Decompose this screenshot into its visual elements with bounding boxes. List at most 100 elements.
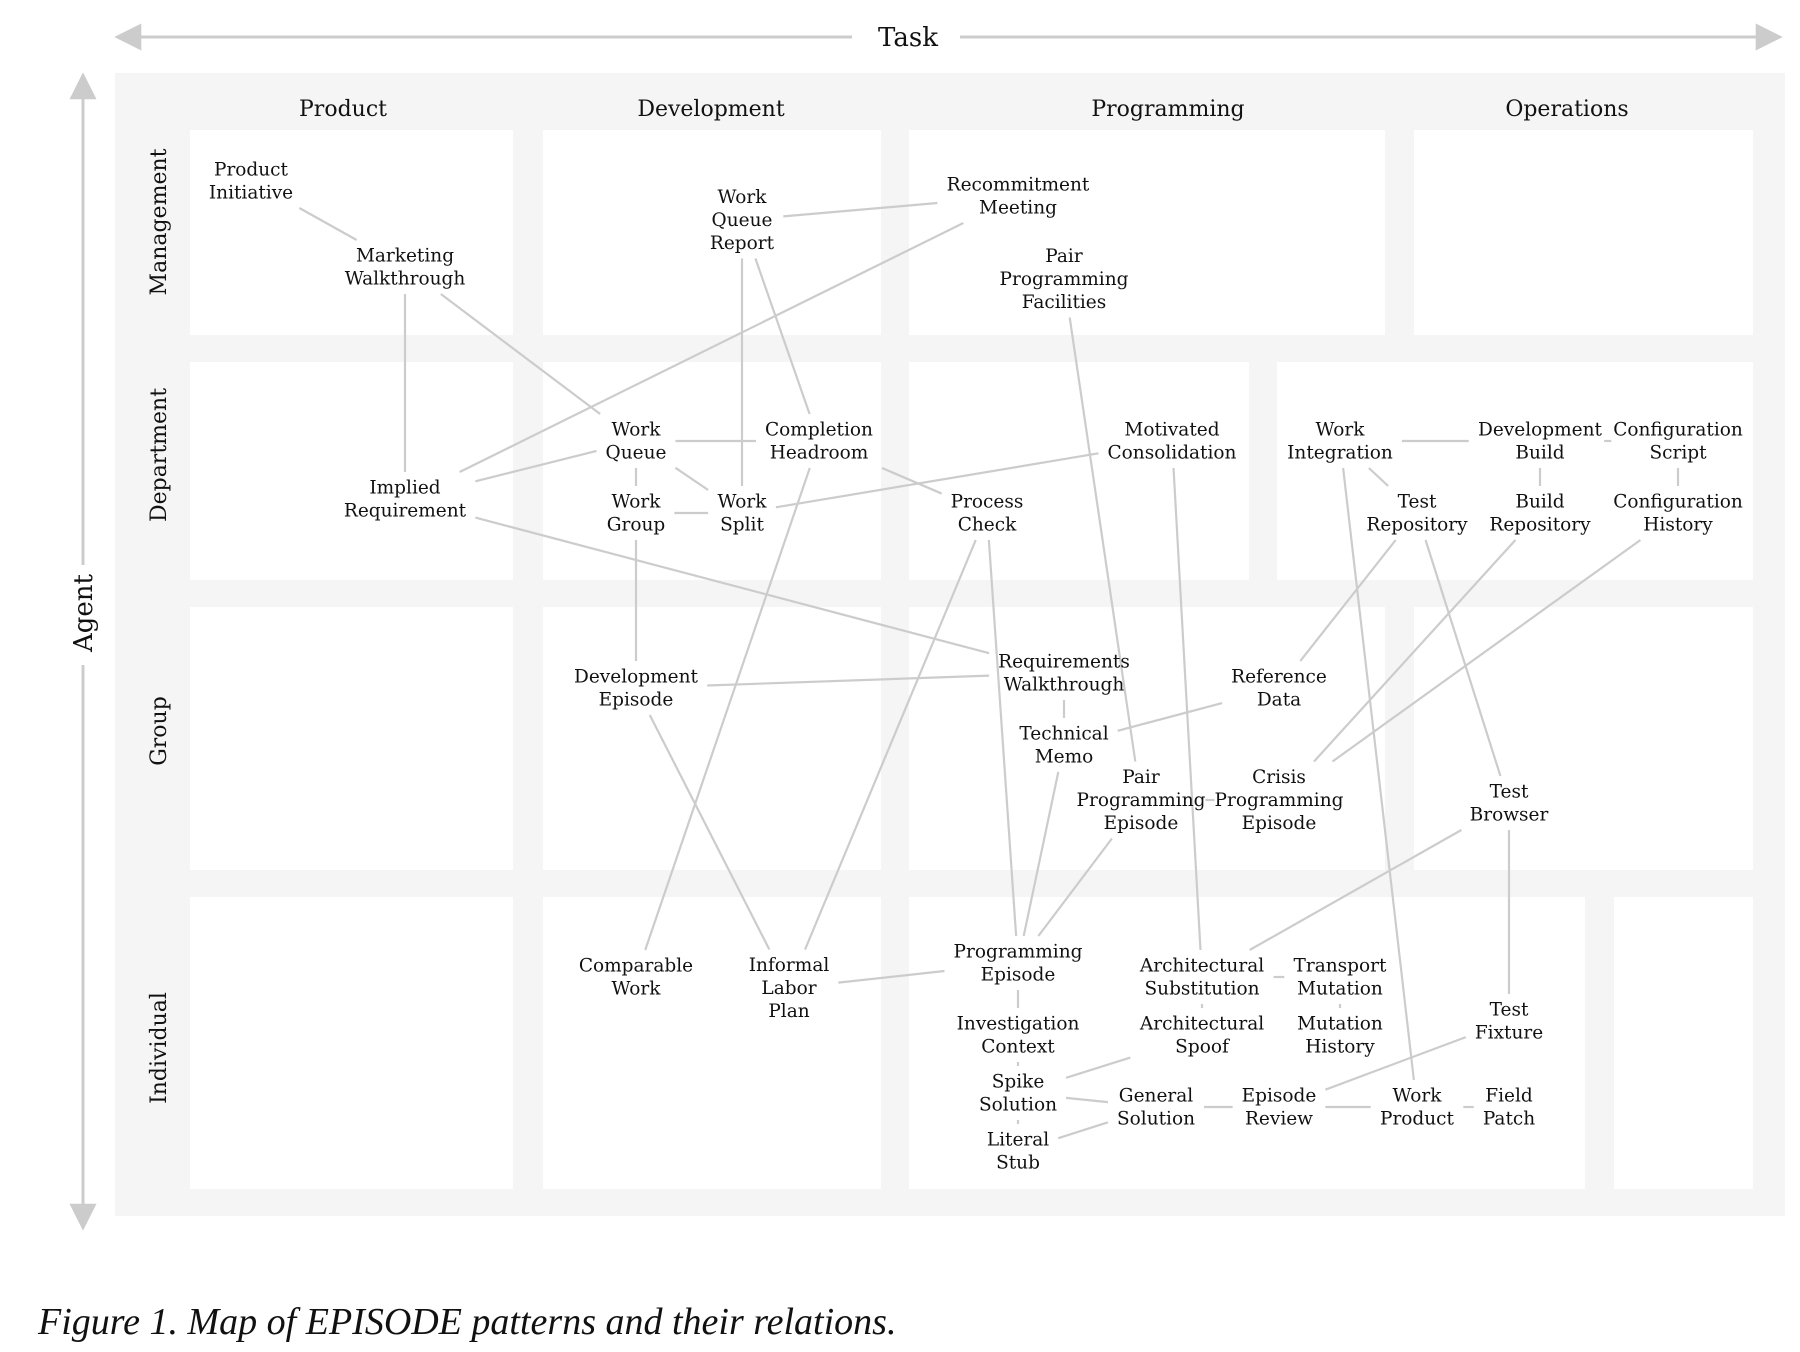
- node-label-line: Build: [1515, 492, 1564, 513]
- edge-test-repository-to-reference-data: [1299, 539, 1397, 662]
- edge-implied-requirement-to-work-queue: [475, 449, 597, 483]
- node-label-line: Field: [1485, 1086, 1533, 1107]
- cell-individual-product: [190, 897, 513, 1189]
- node-label-line: Work: [612, 420, 662, 441]
- node-label-line: Substitution: [1144, 979, 1259, 1000]
- caption-suffix: patterns and their relations.: [461, 1301, 897, 1343]
- cell-group-operations: [1414, 607, 1753, 870]
- node-label-line: Episode: [1104, 813, 1179, 834]
- node-label-line: Investigation: [957, 1014, 1080, 1035]
- cell-department-programming: [909, 362, 1249, 580]
- node-label-line: Product: [1380, 1109, 1455, 1130]
- node-label-line: Marketing: [356, 246, 454, 267]
- edge-work-integration-to-work-product: [1342, 467, 1415, 1081]
- node-label-line: Script: [1649, 443, 1707, 464]
- edge-spike-solution-to-general-solution: [1065, 1096, 1109, 1104]
- node-label-line: Initiative: [209, 183, 293, 204]
- edge-work-queue-report-to-completion-headroom: [754, 258, 811, 415]
- column-header-product: Product: [299, 97, 387, 122]
- node-label-line: Motivated: [1124, 420, 1219, 441]
- node-label-line: Recommitment: [947, 175, 1090, 196]
- node-label-line: Solution: [979, 1095, 1057, 1116]
- node-label-line: Test: [1490, 1000, 1529, 1021]
- node-label-line: Patch: [1483, 1109, 1535, 1130]
- node-label-line: Work: [612, 492, 662, 513]
- node-label-line: Repository: [1366, 515, 1468, 536]
- edge-general-solution-to-literal-stub: [1057, 1121, 1109, 1140]
- node-label-line: Build: [1515, 443, 1564, 464]
- node-label-line: Data: [1257, 690, 1301, 711]
- edge-work-queue-report-to-recommitment-meeting: [783, 201, 938, 218]
- edge-architectural-spoof-to-spike-solution: [1065, 1056, 1131, 1079]
- node-label-line: Episode: [1242, 1086, 1317, 1107]
- node-label-line: Pair: [1122, 767, 1160, 788]
- edges-layer: [298, 201, 1680, 1140]
- node-label-line: Product: [214, 160, 289, 181]
- node-label-line: Completion: [765, 420, 873, 441]
- cell-individual-operations: [1614, 897, 1753, 1189]
- edge-technical-memo-to-programming-episode: [1022, 771, 1060, 937]
- node-label-line: Split: [720, 515, 764, 536]
- cell-management-operations: [1414, 130, 1753, 335]
- node-label-line: Requirement: [344, 501, 467, 522]
- node-label-line: Stub: [996, 1153, 1040, 1174]
- node-label-line: Programming: [1000, 269, 1129, 290]
- node-label-line: Work: [718, 492, 768, 513]
- node-label-line: Configuration: [1613, 420, 1743, 441]
- node-label-line: Requirements: [998, 652, 1130, 673]
- node-label-line: Meeting: [979, 198, 1057, 219]
- node-label-line: Test: [1490, 782, 1529, 803]
- edge-recommitment-meeting-to-implied-requirement: [459, 222, 964, 473]
- cell-group-product: [190, 607, 513, 870]
- edge-test-fixture-to-episode-review: [1324, 1036, 1467, 1091]
- node-label-line: Group: [607, 515, 666, 536]
- node-label-line: Comparable: [579, 956, 693, 977]
- node-label-line: Programming: [954, 942, 1083, 963]
- agent-axis-title: Agent: [69, 573, 99, 653]
- node-label-line: Work: [718, 187, 768, 208]
- node-label-line: Implied: [369, 478, 440, 499]
- node-label-line: Spoof: [1175, 1037, 1230, 1058]
- edge-motivated-consolidation-to-architectural-substitution: [1172, 467, 1202, 951]
- node-label-line: Transport: [1294, 956, 1387, 977]
